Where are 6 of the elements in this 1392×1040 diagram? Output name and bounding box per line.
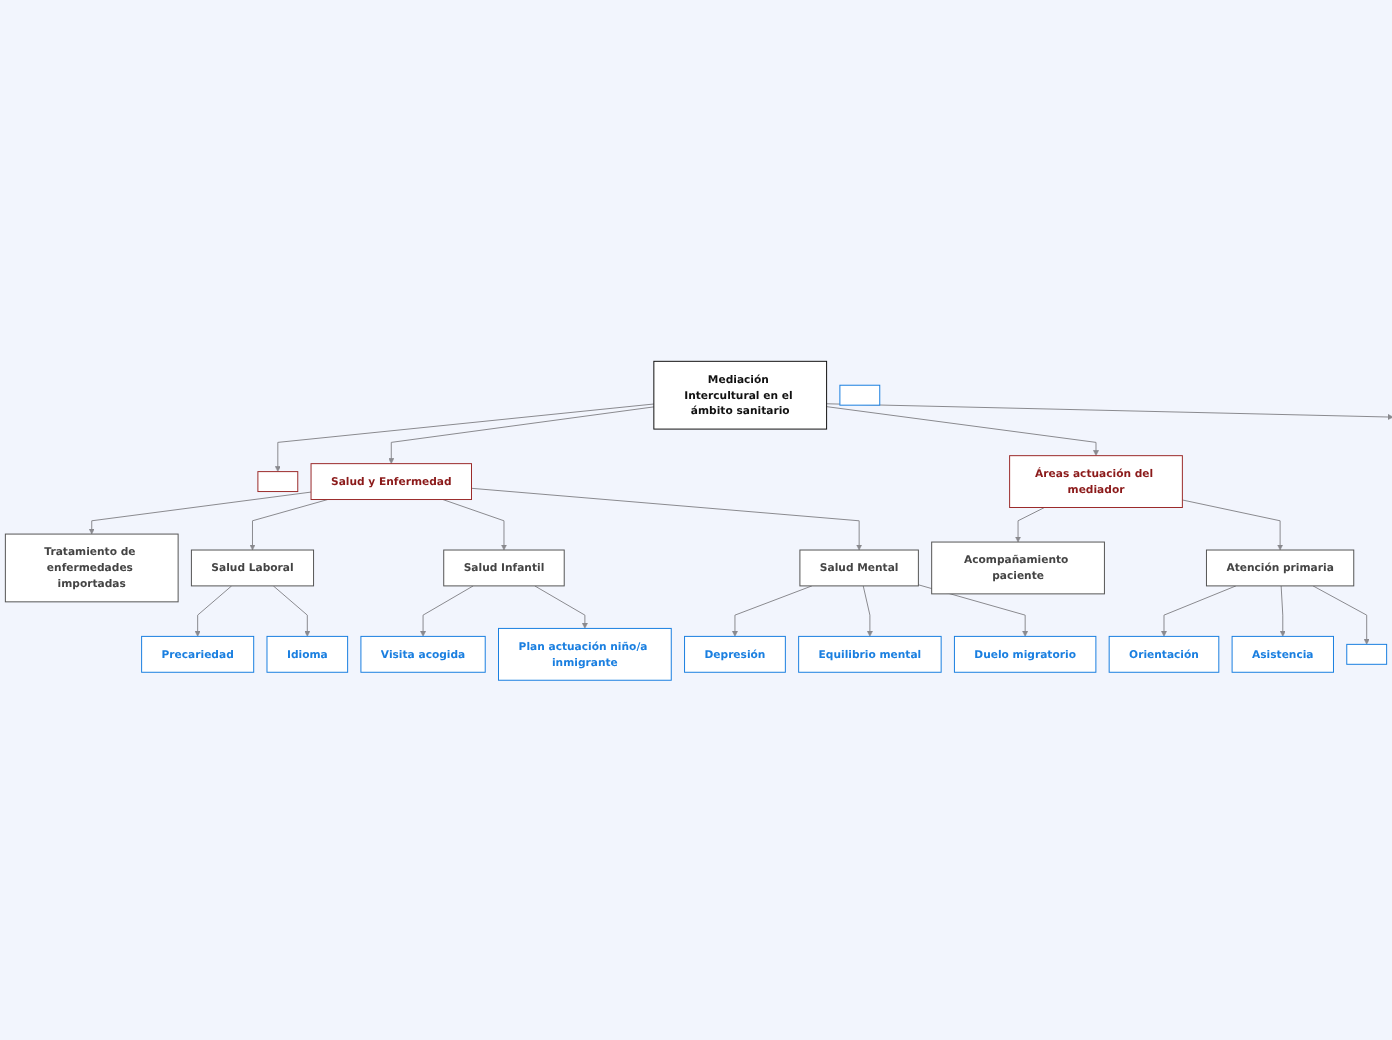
arrow	[88, 490, 312, 534]
arrow	[1312, 584, 1370, 644]
node-box	[1346, 643, 1388, 664]
arrow	[732, 584, 813, 636]
node-box	[257, 470, 299, 492]
node-box	[839, 383, 881, 405]
